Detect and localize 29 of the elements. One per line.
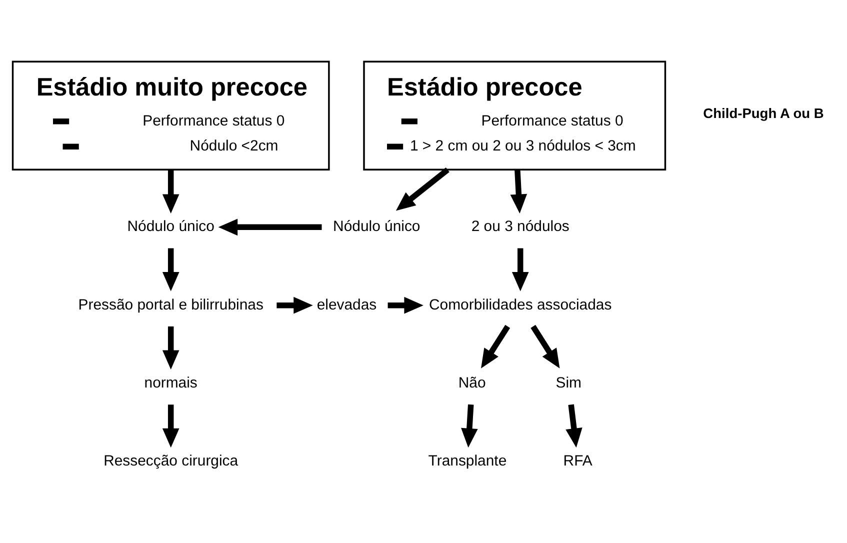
arrow	[388, 296, 424, 314]
node-box: Estádio precoce Performance status 0 1 > 2 cm ou 2 ou 3 nódulos < 3cm	[363, 60, 666, 170]
arrow	[162, 404, 180, 448]
arrow	[218, 218, 322, 236]
node-text: Nódulo único	[127, 218, 214, 235]
node-text: Sim	[556, 374, 582, 391]
node-text: Pressão portal e bilirrubinas	[78, 296, 264, 313]
arrow	[512, 248, 529, 291]
arrow	[276, 296, 313, 314]
arrow	[162, 326, 180, 369]
arrow	[530, 324, 560, 368]
arrow	[162, 248, 180, 291]
arrow	[481, 324, 510, 368]
node-text: Nódulo único	[333, 218, 420, 235]
label: Child-Pugh A ou B	[703, 106, 824, 121]
node-text: Ressecção cirurgica	[104, 452, 238, 470]
node-text: Transplante	[428, 452, 507, 470]
arrow	[566, 404, 582, 448]
node-box: Estádio muito precoce Performance status 0 Nódulo <2cm	[12, 60, 330, 170]
arrow	[510, 169, 528, 213]
arrow	[396, 167, 450, 210]
node-text: elevadas	[316, 296, 377, 313]
node-text: RFA	[563, 452, 592, 470]
node-text: 2 ou 3 nódulos	[471, 218, 570, 235]
node-text: normais	[144, 374, 198, 391]
node-text: Não	[458, 374, 486, 391]
arrow	[162, 169, 180, 213]
arrow	[461, 404, 478, 448]
node-text: Comorbilidades associadas	[429, 296, 612, 313]
